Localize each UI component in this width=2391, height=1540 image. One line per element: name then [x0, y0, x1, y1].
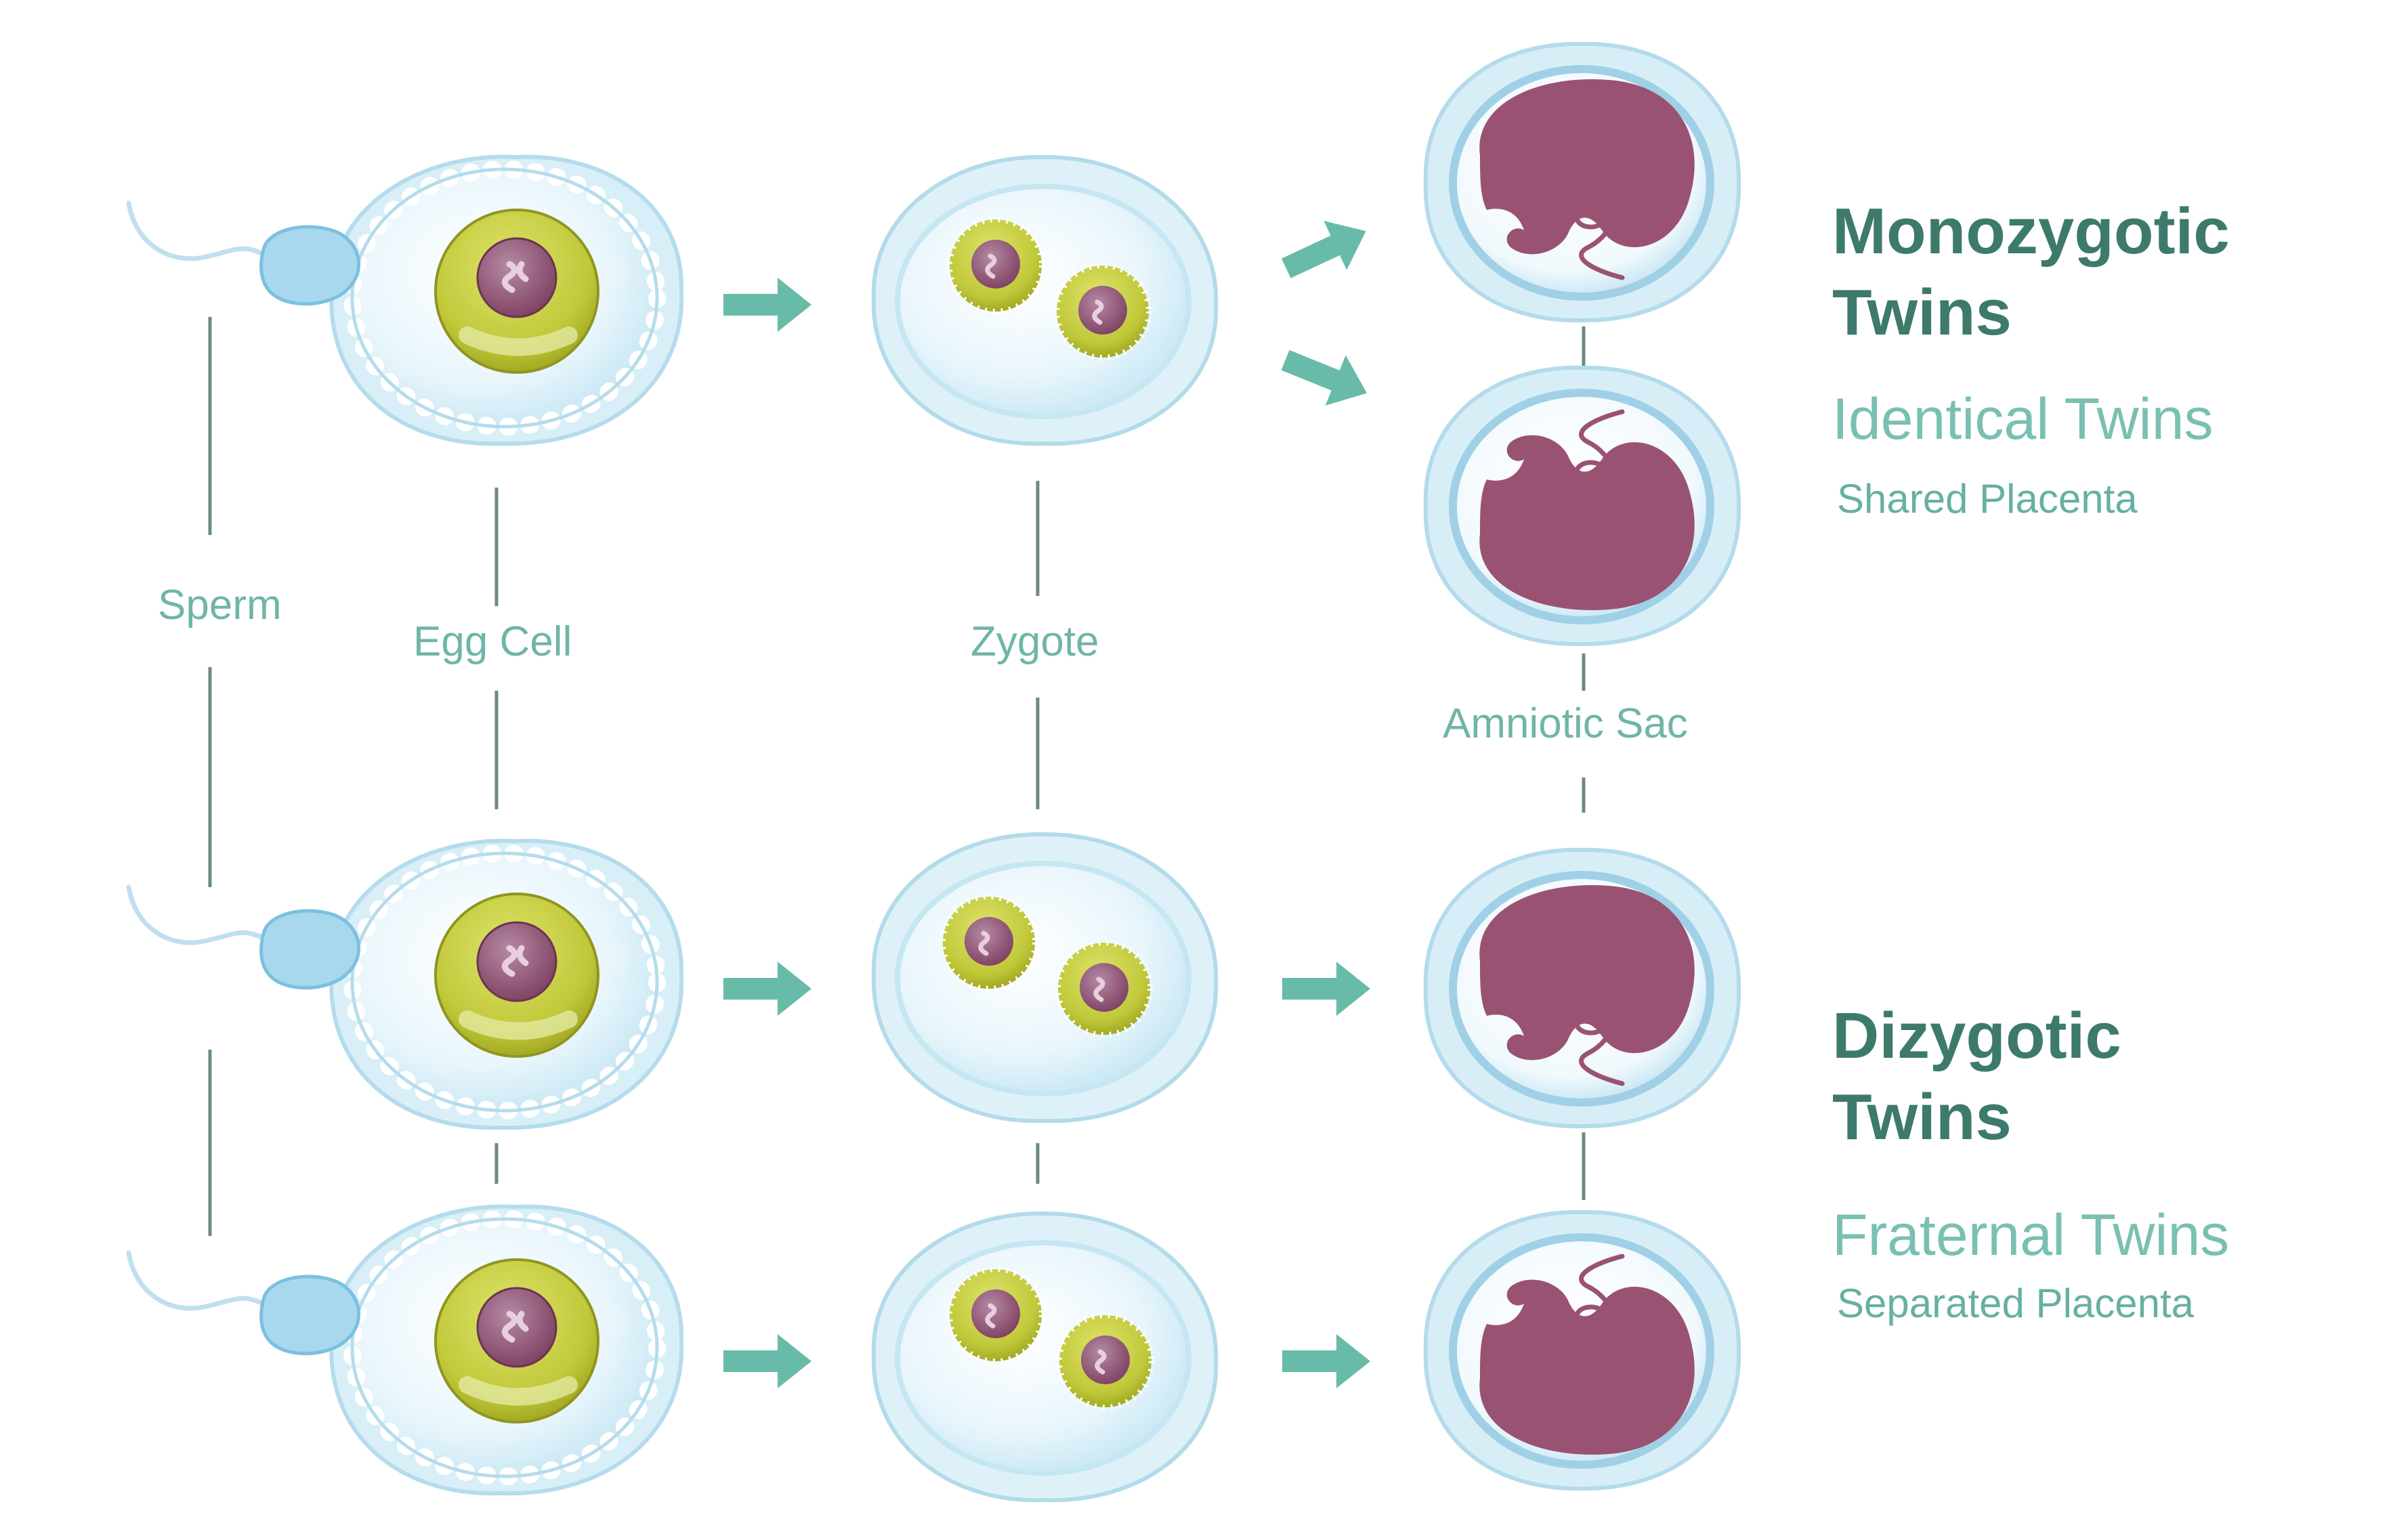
- amniotic-sac: [1423, 365, 1741, 647]
- blastomere-nucleus: [971, 1289, 1020, 1338]
- arrow: [1282, 962, 1370, 1016]
- embryo: [1479, 1279, 1695, 1455]
- zygote: [871, 1211, 1219, 1503]
- monozygotic-subtitle: Identical Twins: [1832, 387, 2214, 452]
- umbilical-cord: [1559, 1254, 1625, 1356]
- egg-cell: [329, 838, 684, 1130]
- dizygotic-subtitle: Fraternal Twins: [1832, 1203, 2230, 1268]
- dizygotic-title-line2: Twins: [1832, 1081, 2012, 1153]
- zygote: [871, 832, 1219, 1124]
- arrow: [1282, 221, 1366, 278]
- sperm-head: [259, 225, 361, 306]
- chromosome: [978, 931, 990, 956]
- embryo: [1479, 79, 1695, 255]
- egg-cell: [329, 1204, 684, 1496]
- amniotic-sac: [1423, 1210, 1741, 1491]
- amniotic-sac: [1423, 41, 1741, 323]
- blastomere-nucleus: [965, 917, 1013, 966]
- sperm-tail: [126, 1250, 277, 1313]
- sperm-tail: [126, 200, 277, 263]
- monozygotic-note: Shared Placenta: [1837, 476, 2138, 521]
- yolk-highlight: [459, 1376, 578, 1406]
- dizygotic-note: Separated Placenta: [1837, 1281, 2195, 1326]
- nucleus: [476, 237, 557, 318]
- arrow: [723, 962, 811, 1016]
- umbilical-cord: [1559, 178, 1625, 280]
- sperm-label: Sperm: [158, 582, 282, 628]
- chromosome: [502, 261, 529, 293]
- sperm: [126, 1250, 361, 1356]
- blastomere-nucleus: [971, 240, 1020, 288]
- umbilical-cord: [1559, 984, 1625, 1086]
- amniotic-sac: [1423, 847, 1741, 1129]
- egg-cell-label: Egg Cell: [413, 618, 572, 665]
- blastomere-nucleus: [1080, 963, 1128, 1012]
- chromosome: [1095, 1349, 1107, 1375]
- chromosome: [1093, 977, 1105, 1002]
- dizygotic-title-line1: Dizygotic: [1832, 1000, 2121, 1072]
- nucleus: [476, 921, 557, 1002]
- monozygotic-title-line2: Twins: [1832, 276, 2012, 349]
- sperm: [126, 884, 361, 990]
- yolk-highlight: [459, 1010, 578, 1040]
- corona-ring-outline: [350, 851, 659, 1113]
- monozygotic-title-line1: Monozygotic: [1832, 195, 2230, 268]
- chromosome: [502, 945, 529, 977]
- arrow: [1282, 1334, 1370, 1388]
- embryo: [1479, 435, 1695, 611]
- arrow: [723, 278, 811, 332]
- embryo: [1479, 884, 1695, 1061]
- zygote-label: Zygote: [971, 618, 1099, 665]
- arrow: [723, 1334, 811, 1388]
- sperm: [126, 200, 361, 306]
- chromosome: [502, 1310, 529, 1343]
- arrows: [723, 221, 1370, 1388]
- egg-cell: [329, 154, 684, 446]
- umbilical-cord: [1559, 409, 1625, 511]
- chromosome: [985, 1303, 997, 1329]
- yolk-highlight: [459, 326, 578, 356]
- corona-ring-outline: [350, 1217, 659, 1478]
- zygote: [871, 154, 1219, 446]
- blastomere-nucleus: [1081, 1335, 1130, 1384]
- sperm-head: [259, 909, 361, 990]
- chromosome: [1092, 299, 1104, 325]
- amniotic-sac-label: Amniotic Sac: [1443, 700, 1688, 747]
- chromosome: [985, 253, 997, 279]
- corona-ring-outline: [350, 167, 659, 429]
- connector-lines: [208, 317, 1586, 1236]
- sperm-head: [259, 1275, 361, 1356]
- sperm-tail: [126, 884, 277, 947]
- arrow: [1281, 349, 1368, 406]
- blastomere-nucleus: [1078, 286, 1127, 335]
- nucleus: [476, 1287, 557, 1368]
